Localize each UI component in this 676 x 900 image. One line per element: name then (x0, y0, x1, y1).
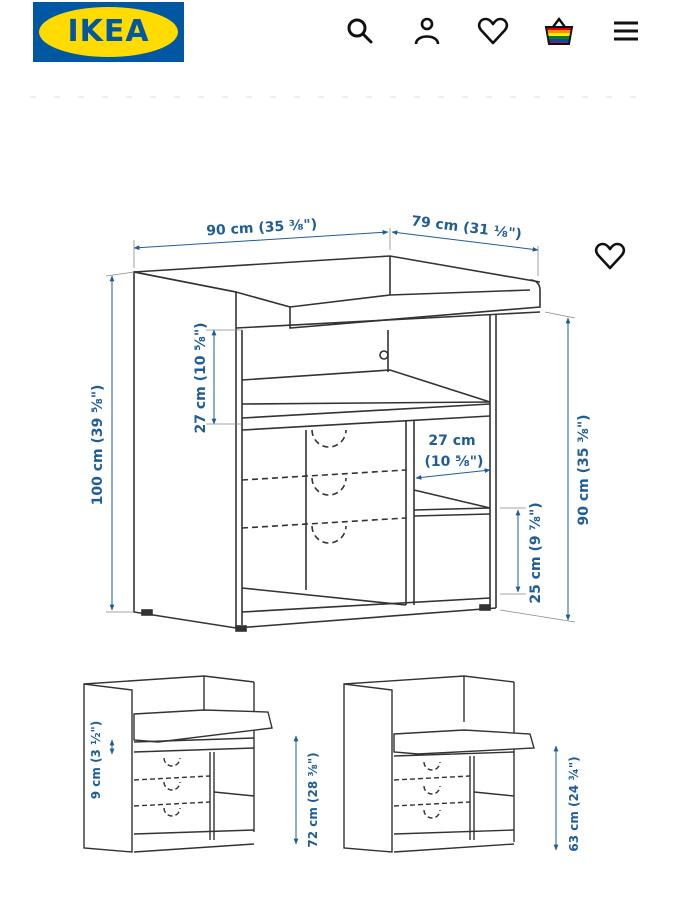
ikea-logo[interactable]: IKEA (33, 2, 184, 62)
width-label: 90 cm (35 ⅜") (206, 217, 318, 240)
depth-label: 79 cm (31 ⅛") (410, 213, 522, 242)
logo-ellipse: IKEA (39, 7, 178, 57)
offset-label: 9 cm (3 ½") (89, 721, 103, 800)
small-right-outline (343, 675, 535, 853)
account-icon[interactable] (410, 14, 444, 48)
shelf-width-label-2: (10 ⅝") (425, 454, 484, 470)
heart-icon[interactable] (593, 239, 627, 273)
table-height-label: 90 cm (35 ⅜") (576, 414, 592, 525)
total-height-label: 100 cm (39 ⅝") (90, 385, 106, 506)
main-furniture-outline (133, 255, 541, 632)
logo-text: IKEA (67, 14, 150, 49)
small-right-height-label: 63 cm (24 ¾") (567, 756, 581, 851)
shelf-width-label-1: 27 cm (428, 433, 475, 449)
small-left-height-label: 72 cm (28 ⅜") (306, 752, 320, 847)
shopping-bag-icon[interactable] (542, 14, 576, 48)
site-header: IKEA (0, 0, 676, 70)
dimension-lines (109, 229, 571, 621)
extension-lines (105, 228, 576, 623)
small-left-outline (83, 675, 273, 853)
dashed-guides (241, 429, 407, 544)
wishlist-icon[interactable] (476, 14, 510, 48)
faded-breadcrumb (30, 96, 640, 98)
shelf-height-label: 25 cm (9 ⅞") (528, 502, 544, 603)
top-compartment-label: 27 cm (10 ⅝") (193, 322, 209, 433)
search-icon[interactable] (343, 14, 377, 48)
menu-icon[interactable] (609, 14, 643, 48)
